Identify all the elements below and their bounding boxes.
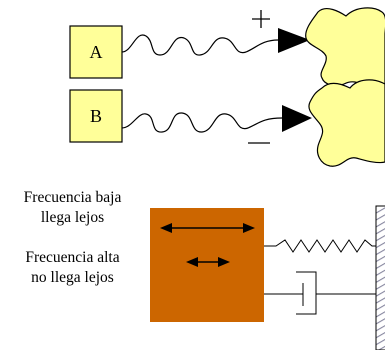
box-a-label: A: [89, 42, 103, 62]
box-b-label: B: [89, 106, 102, 126]
wire-b: [121, 112, 283, 133]
wire-a: [121, 34, 279, 56]
arrow-b: [282, 105, 312, 132]
spring: [264, 239, 376, 253]
double-arrow-short-right-head: [218, 257, 230, 267]
wall: [375, 205, 385, 351]
double-arrow-long-right-head: [243, 223, 255, 233]
text-high-frequency: Frecuencia alta no llega lejos: [25, 249, 120, 286]
blob-lower: [308, 79, 385, 167]
damper-cylinder: [296, 271, 317, 315]
double-arrow-short-left-head: [186, 257, 198, 267]
double-arrow-long-left-head: [160, 223, 172, 233]
box-a: [69, 25, 123, 79]
box-b: [69, 89, 123, 143]
arrow-a: [278, 28, 310, 53]
text-low-frequency: Frecuencia baja llega lejos: [23, 189, 122, 226]
